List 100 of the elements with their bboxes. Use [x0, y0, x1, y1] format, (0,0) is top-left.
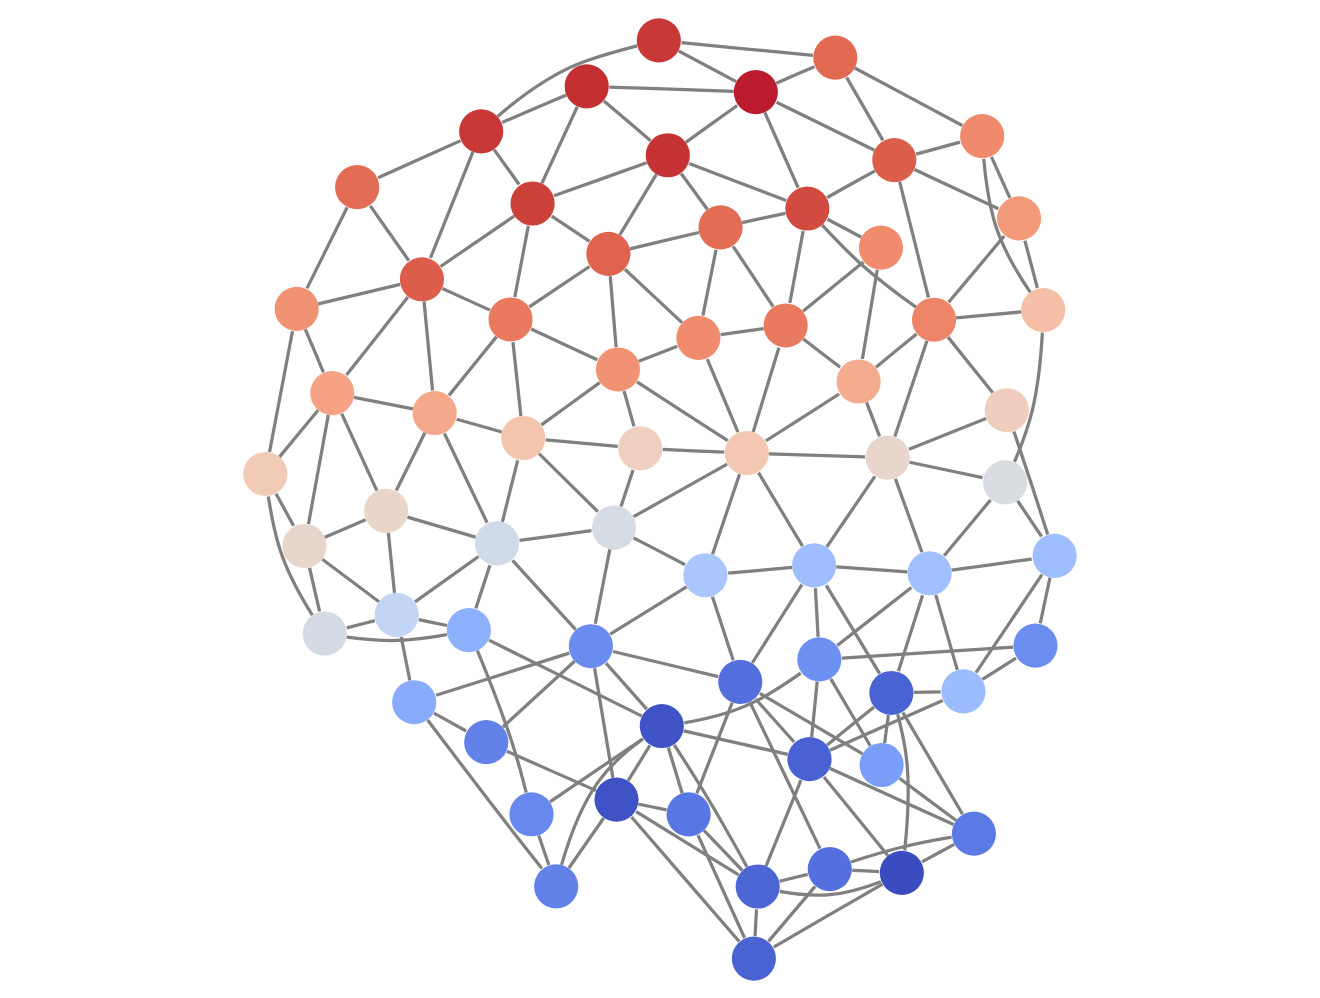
connector	[540, 105, 579, 184]
connector	[974, 573, 1044, 674]
connector	[407, 515, 477, 539]
connector	[860, 269, 879, 359]
node-circle	[474, 520, 520, 565]
node-circle	[941, 668, 986, 713]
connector	[537, 451, 599, 513]
connector	[608, 275, 618, 347]
connector	[307, 566, 322, 612]
connector	[545, 437, 618, 448]
node-circle	[735, 863, 780, 909]
node-circle	[763, 302, 808, 347]
connector	[913, 167, 1000, 210]
connector	[267, 330, 295, 452]
connector	[841, 644, 1014, 660]
connector	[764, 779, 803, 866]
connector	[825, 705, 876, 746]
connector	[501, 659, 576, 728]
connector	[1016, 499, 1043, 537]
connector	[540, 380, 601, 426]
node-circle	[787, 736, 832, 781]
connector	[662, 447, 725, 454]
connector	[759, 691, 864, 755]
connector	[626, 744, 652, 781]
connector	[754, 697, 796, 743]
connector	[593, 548, 612, 624]
connector	[711, 473, 742, 555]
connector	[845, 76, 885, 141]
connector	[441, 286, 491, 312]
connector	[875, 332, 918, 369]
connector	[519, 528, 592, 542]
connector	[306, 414, 330, 524]
connector	[632, 462, 728, 518]
node-circle	[879, 850, 924, 895]
connector	[394, 431, 427, 491]
connector	[474, 564, 492, 609]
connector	[934, 594, 959, 670]
connector	[822, 775, 890, 857]
connector	[618, 172, 658, 236]
connector	[955, 309, 1022, 319]
node-circle	[364, 488, 409, 533]
connector	[826, 217, 863, 239]
connector	[913, 689, 941, 694]
connector	[623, 267, 684, 324]
connector	[901, 711, 964, 815]
connector	[710, 595, 735, 661]
connector	[530, 327, 598, 361]
node-circle	[639, 703, 684, 748]
connector	[947, 234, 1006, 303]
connector	[850, 835, 952, 864]
connector	[666, 746, 684, 794]
node-circle	[591, 505, 637, 550]
node-circle	[731, 936, 776, 981]
connector	[696, 833, 747, 939]
node-circle	[698, 204, 743, 249]
connector	[982, 158, 1032, 293]
connector	[560, 736, 644, 865]
connector	[802, 337, 842, 369]
connector	[399, 636, 412, 681]
connector	[898, 776, 958, 822]
node-circle	[459, 108, 504, 153]
connector	[893, 339, 929, 437]
connector	[426, 718, 544, 869]
connector	[684, 103, 739, 144]
connector	[305, 206, 349, 289]
connector	[492, 148, 521, 185]
connector	[681, 40, 814, 57]
node-circle	[718, 659, 763, 704]
node-circle	[464, 719, 509, 764]
node-circle	[869, 670, 914, 715]
connector	[609, 585, 688, 636]
connector	[418, 617, 448, 627]
connector	[1038, 576, 1052, 624]
node-circle	[858, 225, 903, 270]
node-circle	[412, 390, 457, 435]
connector	[829, 766, 955, 826]
connector	[638, 801, 667, 811]
node-circle	[724, 430, 769, 475]
node-circle	[792, 542, 837, 587]
node-circle	[310, 370, 355, 415]
connector	[1012, 430, 1050, 535]
node-circle	[392, 679, 437, 724]
node-circle	[595, 346, 641, 392]
connector	[882, 714, 890, 743]
connector	[893, 477, 924, 553]
connector	[813, 587, 820, 637]
connector	[622, 390, 636, 427]
connector	[768, 451, 866, 459]
connector	[324, 517, 367, 539]
node-circle	[676, 315, 721, 360]
connector	[278, 408, 320, 458]
node-circle	[1032, 533, 1077, 578]
connector	[602, 99, 652, 142]
connector	[475, 649, 528, 793]
connector	[802, 260, 865, 313]
node-circle	[1021, 287, 1066, 332]
connector	[909, 460, 983, 479]
connector	[705, 357, 740, 433]
connector	[915, 140, 961, 156]
connector	[303, 328, 325, 373]
